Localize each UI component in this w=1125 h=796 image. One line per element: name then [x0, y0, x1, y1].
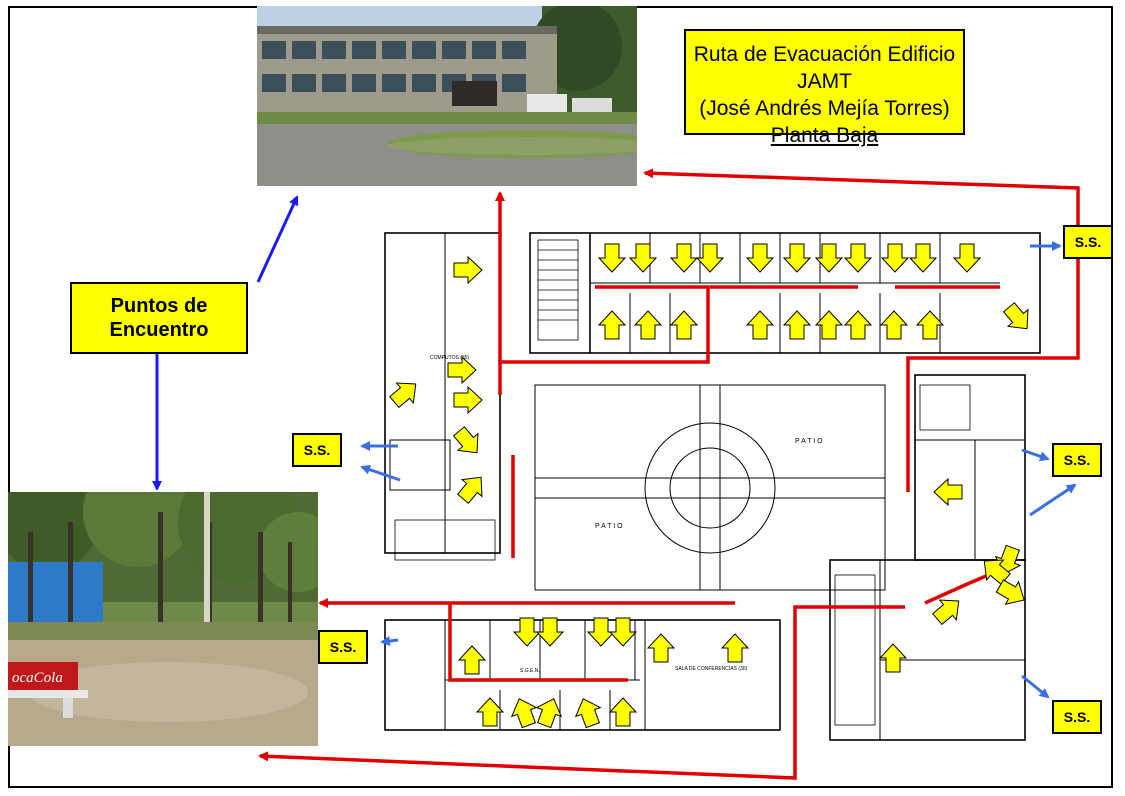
restroom-label: S.S. — [318, 630, 368, 664]
title-line-1: Ruta de Evacuación Edificio JAMT — [693, 43, 956, 93]
sgen-label: S.G.E.N. — [520, 668, 540, 674]
building-photo — [257, 6, 637, 186]
restroom-label: S.S. — [1063, 225, 1113, 259]
title-line-2: (José Andrés Mejía Torres) — [699, 97, 950, 120]
title-box: Ruta de Evacuación Edificio JAMT (José A… — [684, 29, 965, 147]
park-photo: ocaCola — [8, 492, 318, 746]
building-walls — [384, 232, 1041, 741]
meeting-point-arrows — [152, 195, 299, 491]
patio-label-west: P A T I O — [595, 523, 623, 530]
direction-arrows — [385, 243, 1038, 731]
title-line-3: Planta Baja — [770, 124, 879, 147]
patio-label-east: P A T I O — [795, 438, 823, 445]
meeting-points-label: Puntos de Encuentro — [70, 282, 248, 354]
svg-text:ocaCola: ocaCola — [12, 670, 63, 686]
evacuation-routes — [258, 168, 1080, 780]
computos-label: COMPUTOS (35) — [430, 355, 469, 361]
restroom-label: S.S. — [292, 433, 342, 467]
sala-label: SALA DE CONFERENCIAS (30) — [675, 666, 748, 672]
restroom-label: S.S. — [1052, 443, 1102, 477]
restroom-arrows — [360, 241, 1077, 699]
restroom-label: S.S. — [1052, 700, 1102, 734]
